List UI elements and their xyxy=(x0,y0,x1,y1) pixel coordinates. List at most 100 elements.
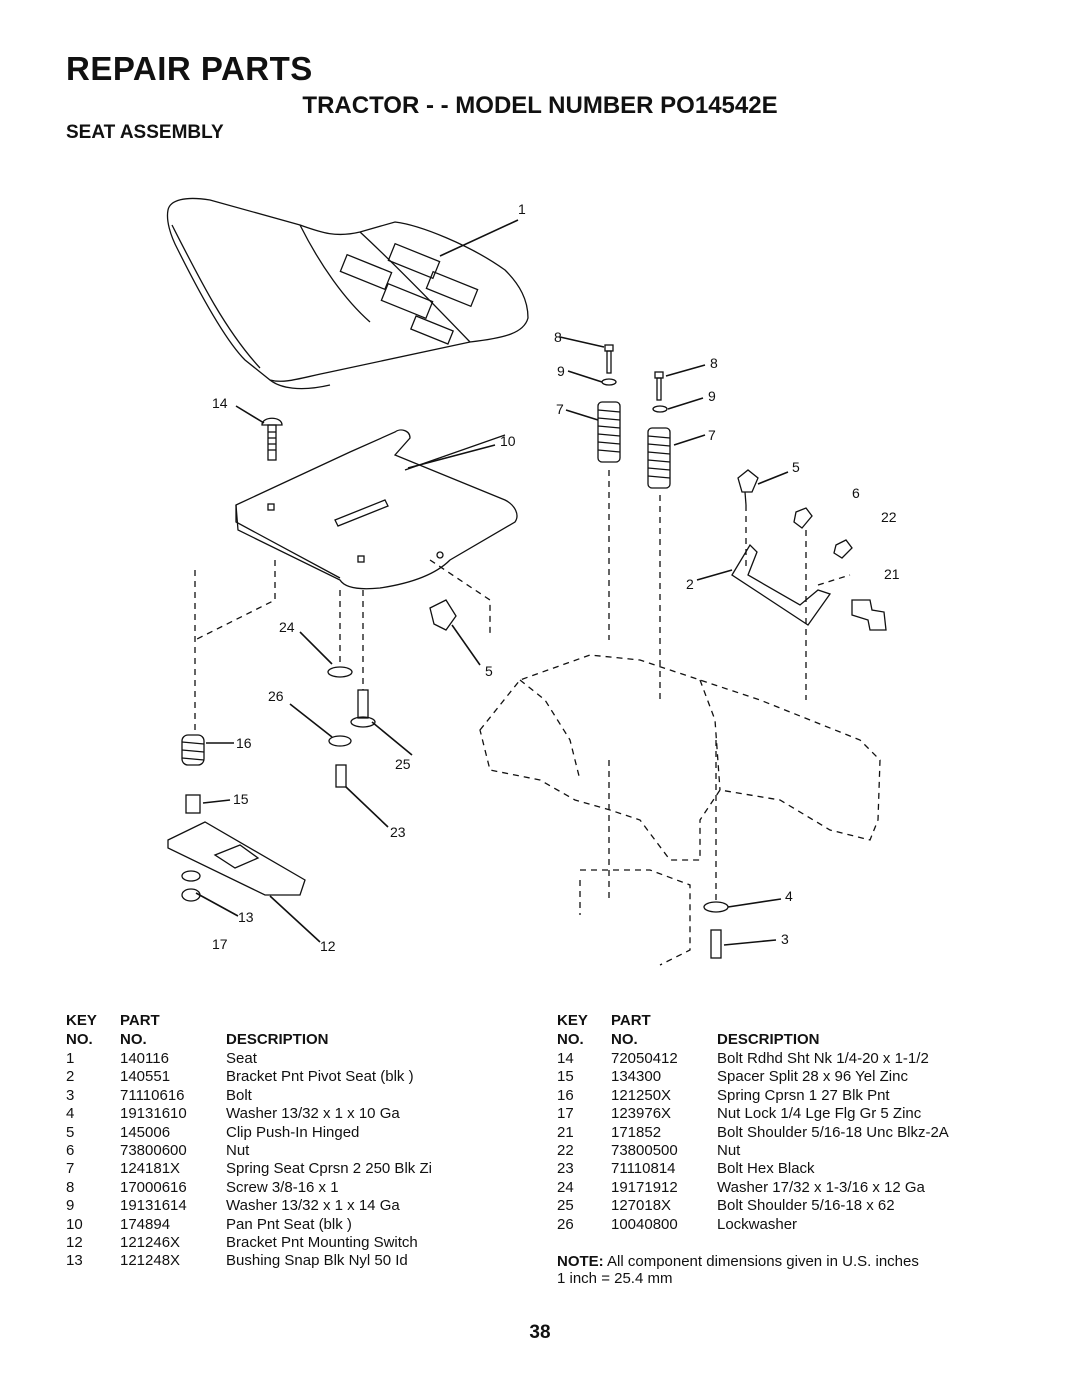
key-no: 22 xyxy=(557,1141,574,1159)
key-no: 24 xyxy=(557,1178,574,1196)
header-part-no: NO. xyxy=(120,1031,147,1048)
description: Bolt xyxy=(226,1086,252,1104)
seat-illustration xyxy=(166,197,529,390)
key-no: 12 xyxy=(66,1233,83,1251)
table-row: 16 121250X Spring Cprsn 1 27 Blk Pnt xyxy=(557,1087,1017,1105)
callout-23: 23 xyxy=(390,824,406,840)
callout-9: 9 xyxy=(557,363,565,379)
table-row: 22 73800500 Nut xyxy=(557,1142,1017,1160)
header-part: PART xyxy=(611,1012,651,1029)
key-no: 25 xyxy=(557,1197,574,1215)
description: Bracket Pnt Mounting Switch xyxy=(226,1233,418,1251)
part-no: 123976X xyxy=(611,1105,672,1123)
part-no: 145006 xyxy=(120,1123,171,1141)
callout-1: 1 xyxy=(518,201,526,217)
callout-4: 4 xyxy=(785,888,793,904)
callout-7: 7 xyxy=(708,427,716,443)
callout-8: 8 xyxy=(554,329,562,345)
callout-21: 21 xyxy=(884,566,900,582)
key-no: 23 xyxy=(557,1160,574,1178)
callout-15: 15 xyxy=(233,791,249,807)
header-part-no: NO. xyxy=(611,1031,638,1048)
callout-numbers: 1 8 9 8 14 7 9 10 7 5 6 22 2 21 24 5 26 … xyxy=(212,201,900,954)
key-no: 17 xyxy=(557,1105,574,1123)
header-description: DESCRIPTION xyxy=(226,1031,329,1048)
part-no: 140116 xyxy=(120,1050,169,1067)
part-no: 17000616 xyxy=(120,1178,187,1196)
part-no: 121250X xyxy=(611,1086,672,1104)
part-no: 121248X xyxy=(120,1252,181,1270)
description: Spring Cprsn 1 27 Blk Pnt xyxy=(717,1086,890,1104)
description: Screw 3/8-16 x 1 xyxy=(226,1178,339,1196)
model-title: TRACTOR - - MODEL NUMBER PO14542E xyxy=(302,92,778,119)
description: Washer 17/32 x 1-3/16 x 12 Ga xyxy=(717,1178,925,1196)
callout-9: 9 xyxy=(708,388,716,404)
header-part: PART xyxy=(120,1012,160,1029)
leader-lines xyxy=(195,219,789,946)
note-label: NOTE: xyxy=(557,1253,604,1270)
part-no: 71110616 xyxy=(120,1086,185,1104)
seat-pan-illustration xyxy=(235,429,518,590)
key-no: 16 xyxy=(557,1086,574,1104)
description: Bolt Rdhd Sht Nk 1/4-20 x 1-1/2 xyxy=(717,1050,929,1067)
header-description: DESCRIPTION xyxy=(717,1031,820,1048)
table-row: 26 10040800 Lockwasher xyxy=(557,1216,1017,1234)
description: Pan Pnt Seat (blk ) xyxy=(226,1215,352,1233)
callout-16: 16 xyxy=(236,735,252,751)
key-no: 21 xyxy=(557,1123,574,1141)
key-no: 6 xyxy=(66,1141,75,1159)
parts-header-left: KEY PART NO. NO. DESCRIPTION xyxy=(66,1010,486,1050)
callout-6: 6 xyxy=(852,485,860,501)
bolt-14-illustration xyxy=(261,417,283,461)
callout-14: 14 xyxy=(212,395,228,411)
part-no: 127018X xyxy=(611,1197,672,1215)
description: Bracket Pnt Pivot Seat (blk ) xyxy=(226,1068,414,1086)
table-row: 9 19131614 Washer 13/32 x 1 x 14 Ga xyxy=(66,1197,486,1215)
part-no: 124181X xyxy=(120,1160,181,1178)
part-no: 19131610 xyxy=(120,1105,187,1123)
description: Bolt Hex Black xyxy=(717,1160,815,1178)
callout-7: 7 xyxy=(556,401,564,417)
description: Nut xyxy=(717,1141,741,1159)
spring-screw-left xyxy=(597,344,621,463)
washer-bolt-3-4 xyxy=(703,901,729,959)
note: NOTE: All component dimensions given in … xyxy=(557,1253,1017,1287)
description: Lockwasher xyxy=(717,1215,798,1233)
header-key: KEY xyxy=(66,1012,97,1029)
parts-header-right: KEY PART NO. NO. DESCRIPTION xyxy=(557,1010,1017,1050)
section-title: SEAT ASSEMBLY xyxy=(66,122,224,143)
description: Nut xyxy=(226,1141,250,1159)
description: Bolt Shoulder 5/16-18 x 62 xyxy=(717,1197,895,1215)
key-no: 9 xyxy=(66,1197,75,1215)
key-no: 1 xyxy=(66,1050,75,1067)
part-no: 73800600 xyxy=(120,1141,187,1159)
description: Clip Push-In Hinged xyxy=(226,1123,360,1141)
part-no: 140551 xyxy=(120,1068,171,1086)
part-no: 19131614 xyxy=(120,1197,187,1215)
key-no: 15 xyxy=(557,1068,574,1086)
left-lower-hardware xyxy=(167,599,457,902)
note-conversion: 1 inch = 25.4 mm xyxy=(557,1270,673,1287)
table-row: 25 127018X Bolt Shoulder 5/16-18 x 62 xyxy=(557,1197,1017,1215)
description: Bolt Shoulder 5/16-18 Unc Blkz-2A xyxy=(717,1123,949,1141)
part-no: 10040800 xyxy=(611,1215,678,1233)
key-no: 26 xyxy=(557,1215,574,1233)
description: Washer 13/32 x 1 x 14 Ga xyxy=(226,1197,400,1215)
part-no: 174894 xyxy=(120,1215,171,1233)
callout-13: 13 xyxy=(238,909,254,925)
description: Spacer Split 28 x 96 Yel Zinc xyxy=(717,1068,908,1086)
part-no: 73800500 xyxy=(611,1141,678,1159)
